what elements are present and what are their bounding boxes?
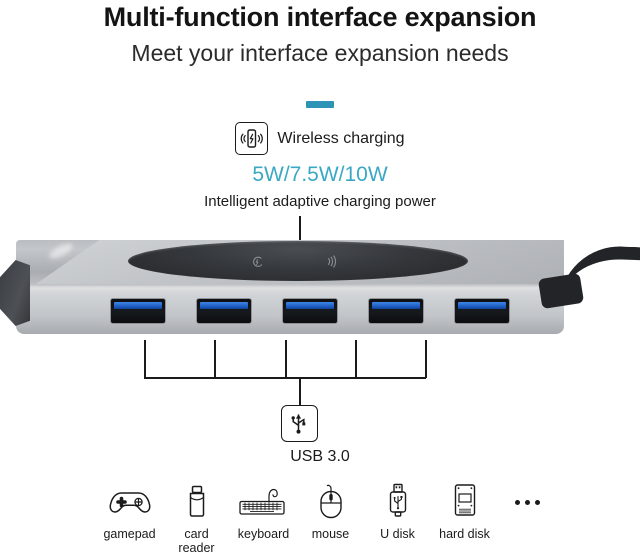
device-label: mouse: [311, 527, 350, 541]
usb-port: [282, 298, 338, 324]
device-label: U disk: [380, 527, 415, 541]
hub-left-end-cap: [0, 260, 30, 326]
usb-port-tongue: [200, 302, 248, 309]
usb-port: [196, 298, 252, 324]
device-item-u-disk: U disk: [364, 480, 431, 541]
device-item-hard-disk: hard disk: [431, 480, 498, 541]
wireless-charging-pad: [128, 241, 468, 281]
usb-port-tongue: [458, 302, 506, 309]
page-subheadline: Meet your interface expansion needs: [131, 40, 509, 66]
wireless-charging-icon: [235, 122, 269, 155]
usb-port: [368, 298, 424, 324]
device-item-mouse: mouse: [297, 480, 364, 541]
usb-version-label: USB 3.0: [290, 448, 350, 465]
page-headline: Multi-function interface expansion: [103, 2, 537, 32]
hub-cable: [558, 244, 640, 309]
usb-port-tongue: [286, 302, 334, 309]
charging-indicator-icon: [250, 254, 265, 274]
compatible-device-strip: gamepad card reader: [96, 480, 566, 555]
device-item-card-reader: card reader: [163, 480, 230, 555]
teal-divider: [306, 101, 334, 108]
keyboard-icon: [236, 480, 292, 524]
usb-hub-device: [0, 224, 640, 354]
device-label: hard disk: [439, 527, 490, 541]
wireless-leader-line: [299, 216, 301, 258]
wireless-charging-callout: Wireless charging: [0, 122, 640, 155]
wireless-charging-label: Wireless charging: [277, 129, 405, 147]
usb-port-tongue: [372, 302, 420, 309]
port-bracket-tick: [355, 340, 357, 378]
port-bracket-tick: [285, 340, 287, 378]
charging-power-value: 5W/7.5W/10W: [252, 163, 388, 186]
device-label: card reader: [178, 527, 215, 555]
hard-disk-icon: [449, 480, 481, 524]
port-bracket-tick: [144, 340, 146, 378]
device-item-keyboard: keyboard: [230, 480, 297, 541]
gamepad-icon: [107, 480, 153, 524]
usb-port: [454, 298, 510, 324]
port-bracket-tick: [214, 340, 216, 378]
more-devices-ellipsis-icon: [498, 480, 556, 524]
wireless-signal-icon: [324, 254, 339, 274]
usb-leader-line: [299, 377, 301, 405]
device-label: gamepad: [103, 527, 156, 541]
mouse-icon: [315, 480, 347, 524]
u-disk-icon: [384, 480, 412, 524]
port-bracket-tick: [425, 340, 427, 378]
charging-power-caption: Intelligent adaptive charging power: [204, 193, 436, 210]
card-reader-icon: [182, 480, 212, 524]
usb-trident-icon: [281, 405, 318, 442]
usb-port: [110, 298, 166, 324]
device-item-gamepad: gamepad: [96, 480, 163, 541]
hub-highlight: [20, 286, 560, 298]
device-label: keyboard: [237, 527, 290, 541]
usb-port-tongue: [114, 302, 162, 309]
